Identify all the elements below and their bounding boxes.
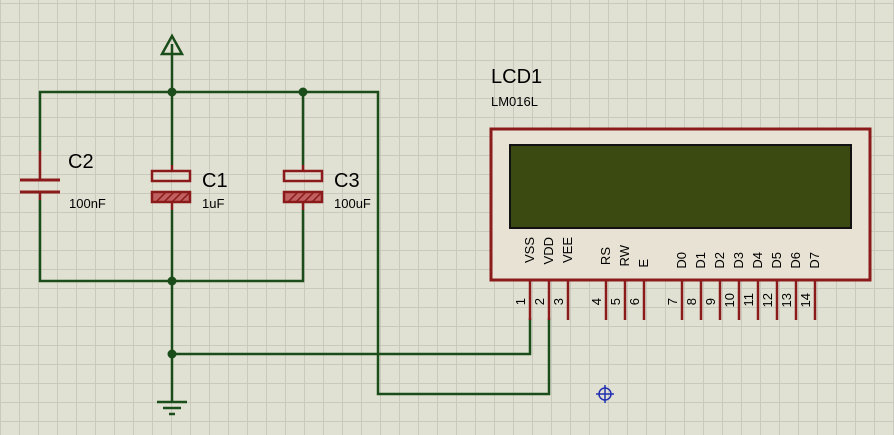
capacitor-c3[interactable] bbox=[282, 165, 324, 210]
c2-ref-label: C2 bbox=[68, 151, 94, 173]
wires bbox=[38, 55, 551, 396]
pin-name-d5: D5 bbox=[769, 252, 784, 269]
power-terminal-icon[interactable] bbox=[159, 33, 185, 56]
pin-num-11: 11 bbox=[741, 293, 756, 307]
crosshair-cursor-icon bbox=[596, 385, 614, 403]
pin-num-9: 9 bbox=[703, 298, 718, 306]
pin-num-12: 12 bbox=[760, 293, 775, 308]
pin-name-rw: RW bbox=[617, 245, 632, 267]
junctions bbox=[167, 87, 308, 359]
pin-name-d6: D6 bbox=[788, 252, 803, 269]
lcd-pin-stubs bbox=[528, 280, 817, 320]
pin-name-d0: D0 bbox=[674, 252, 689, 269]
pin-num-7: 7 bbox=[665, 298, 680, 306]
pin-num-14: 14 bbox=[798, 293, 813, 308]
pin-num-4: 4 bbox=[589, 298, 604, 306]
pin-name-vee: VEE bbox=[560, 237, 575, 264]
pin-name-rs: RS bbox=[598, 247, 613, 266]
lcd-screen bbox=[509, 144, 852, 229]
pin-num-6: 6 bbox=[627, 298, 642, 306]
pin-name-d2: D2 bbox=[712, 252, 727, 269]
lcd-module[interactable] bbox=[489, 127, 872, 282]
pin-name-vdd: VDD bbox=[541, 237, 556, 265]
wire-vss-net bbox=[172, 318, 532, 356]
pin-name-d3: D3 bbox=[731, 252, 746, 269]
ground-terminal-icon[interactable] bbox=[157, 392, 187, 416]
pin-num-10: 10 bbox=[722, 293, 737, 308]
pin-num-8: 8 bbox=[684, 298, 699, 306]
pin-name-e: E bbox=[636, 259, 651, 268]
pin-num-2: 2 bbox=[532, 298, 547, 306]
c3-value-label: 100uF bbox=[334, 196, 371, 211]
c1-value-label: 1uF bbox=[202, 196, 225, 211]
capacitor-c1[interactable] bbox=[150, 165, 192, 210]
pin-num-1: 1 bbox=[513, 298, 528, 306]
junction-dot bbox=[167, 349, 177, 359]
capacitor-c2[interactable] bbox=[20, 151, 60, 200]
pin-num-3: 3 bbox=[551, 298, 566, 306]
wire-vcc-net bbox=[38, 90, 551, 396]
pin-name-d7: D7 bbox=[807, 252, 822, 269]
c1-ref-label: C1 bbox=[202, 170, 228, 192]
c3-ref-label: C3 bbox=[334, 170, 360, 192]
junction-dot bbox=[298, 87, 308, 97]
junction-dot bbox=[167, 276, 177, 286]
pin-num-13: 13 bbox=[779, 293, 794, 308]
pin-num-5: 5 bbox=[608, 298, 623, 306]
c2-value-label: 100nF bbox=[69, 196, 106, 211]
pin-name-d1: D1 bbox=[693, 252, 708, 269]
lcd-part-label: LM016L bbox=[491, 94, 538, 109]
lcd-ref-label: LCD1 bbox=[491, 66, 543, 88]
pin-name-vss: VSS bbox=[522, 237, 537, 264]
junction-dot bbox=[167, 87, 177, 97]
pin-name-d4: D4 bbox=[750, 252, 765, 269]
